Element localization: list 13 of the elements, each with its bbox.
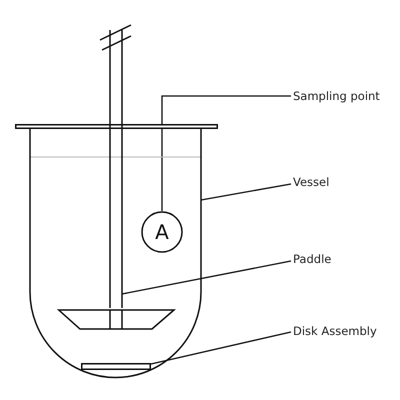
callout-label: Vessel (293, 175, 353, 191)
vessel-drawing (15, 124, 218, 380)
leader-line (200, 183, 292, 201)
callout-label: Paddle (293, 252, 353, 268)
disk-assembly (81, 363, 151, 370)
callout-label: Sampling point (293, 89, 393, 105)
sampling-point-circle (141, 211, 183, 253)
paddle-drawing (58, 22, 175, 330)
leader-line (150, 331, 292, 365)
callout-label: Disk Assembly (293, 324, 393, 340)
leader-line (161, 95, 291, 211)
leader-line (122, 260, 292, 295)
circle-letter: A (155, 220, 169, 244)
